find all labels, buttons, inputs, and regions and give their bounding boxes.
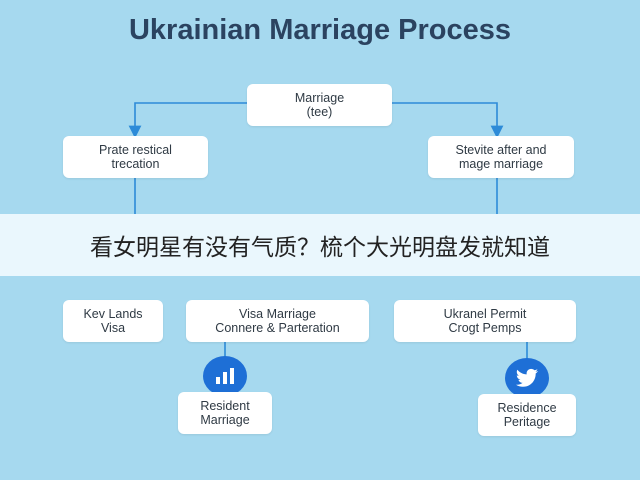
bird-icon (505, 358, 549, 398)
box-residence-heritage: Residence Peritage (478, 394, 576, 436)
box-marriage: Marriage (tee) (247, 84, 392, 126)
connector-top-to-left (128, 102, 247, 139)
diagram-title: Ukrainian Marriage Process (128, 14, 511, 46)
box-ukraine-permit: Ukranel Permit Crogt Pemps (394, 300, 576, 342)
box-resident-marriage: Resident Marriage (178, 392, 272, 434)
overlay-banner: 看女明星有没有气质？梳个大光明盘发就知道 (0, 214, 640, 276)
box-visa-marriage: Visa Marriage Connere & Parteration (186, 300, 369, 342)
box-key-lands-visa: Kev Lands Visa (63, 300, 163, 342)
box-service-after-marriage: Stevite after and mage marriage (428, 136, 574, 178)
connector-top-to-right (392, 102, 504, 139)
bar-chart-icon (203, 356, 247, 396)
box-private-registration: Prate restical trecation (63, 136, 208, 178)
